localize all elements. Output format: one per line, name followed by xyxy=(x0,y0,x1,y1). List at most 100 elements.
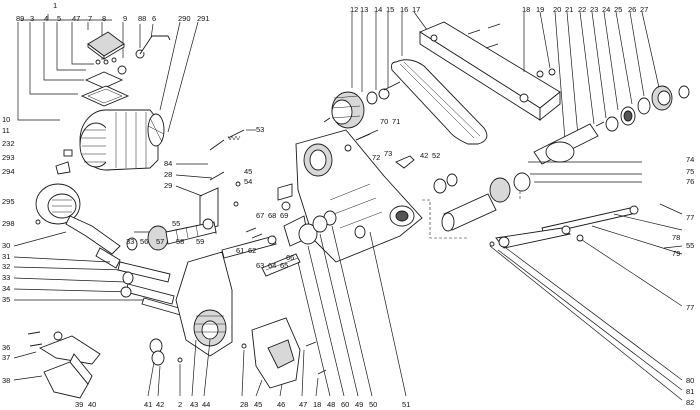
callout-14: 14 xyxy=(374,5,382,14)
callout-47: 47 xyxy=(72,14,80,23)
callout-35: 35 xyxy=(2,295,10,304)
callout-291: 291 xyxy=(197,14,210,23)
callout-4: 4 xyxy=(44,14,48,23)
callout-27: 27 xyxy=(640,5,648,14)
callout-82: 82 xyxy=(686,398,694,407)
callout-41: 41 xyxy=(144,400,152,409)
callout-36: 36 xyxy=(2,343,10,352)
callout-19: 19 xyxy=(536,5,544,14)
callout-23: 23 xyxy=(590,5,598,14)
callout-9: 9 xyxy=(123,14,127,23)
callout-78: 78 xyxy=(672,233,680,242)
callout-37: 37 xyxy=(2,353,10,362)
callout-72: 72 xyxy=(372,153,380,162)
gear-housing xyxy=(295,129,642,263)
callout-10: 10 xyxy=(2,115,10,124)
callout-55: 55 xyxy=(172,219,180,228)
callout-293: 293 xyxy=(2,153,15,162)
callout-295: 295 xyxy=(2,197,15,206)
lower-housing-assembly xyxy=(147,225,407,397)
callout-44: 44 xyxy=(202,400,210,409)
callout-51: 51 xyxy=(402,400,410,409)
callout-11: 11 xyxy=(2,126,10,135)
callout-26: 26 xyxy=(628,5,636,14)
callout-232: 232 xyxy=(2,139,15,148)
callout-34: 34 xyxy=(2,284,10,293)
callout-6: 6 xyxy=(152,14,156,23)
callout-47: 47 xyxy=(299,400,307,409)
callout-45: 45 xyxy=(244,167,252,176)
callout-18: 18 xyxy=(313,400,321,409)
callout-8: 8 xyxy=(102,14,106,23)
callout-33: 33 xyxy=(126,237,134,246)
callout-71: 71 xyxy=(392,117,400,126)
callout-53: 53 xyxy=(256,125,264,134)
callout-298: 298 xyxy=(2,219,15,228)
callout-67: 67 xyxy=(256,211,264,220)
rod-assembly xyxy=(489,203,683,401)
callout-57: 57 xyxy=(156,237,164,246)
callout-81: 81 xyxy=(686,387,694,396)
callout-64: 64 xyxy=(268,261,276,270)
callout-80: 80 xyxy=(686,376,694,385)
callout-17: 17 xyxy=(412,5,420,14)
callout-16: 16 xyxy=(400,5,408,14)
callout-42: 42 xyxy=(420,151,428,160)
callout-38: 38 xyxy=(2,376,10,385)
callout-28: 28 xyxy=(240,400,248,409)
callout-15: 15 xyxy=(386,5,394,14)
callout-5: 5 xyxy=(57,14,61,23)
callout-63: 63 xyxy=(256,261,264,270)
callout-1: 1 xyxy=(53,1,57,10)
callout-42: 42 xyxy=(156,400,164,409)
callout-290: 290 xyxy=(178,14,191,23)
callout-28: 28 xyxy=(164,170,172,179)
callout-58: 58 xyxy=(176,237,184,246)
callout-39: 39 xyxy=(75,400,83,409)
callout-60: 60 xyxy=(341,400,349,409)
callout-89: 89 xyxy=(16,14,24,23)
callout-69: 69 xyxy=(280,211,288,220)
callout-29: 29 xyxy=(164,181,172,190)
callout-76: 76 xyxy=(686,177,694,186)
callout-22: 22 xyxy=(578,5,586,14)
callout-32: 32 xyxy=(2,262,10,271)
callout-66: 66 xyxy=(286,253,294,262)
callout-7: 7 xyxy=(88,14,92,23)
callout-48: 48 xyxy=(327,400,335,409)
callout-46: 46 xyxy=(277,400,285,409)
callout-49: 49 xyxy=(355,400,363,409)
callout-40: 40 xyxy=(88,400,96,409)
callout-55: 55 xyxy=(686,241,694,250)
callout-2: 2 xyxy=(178,400,182,409)
callout-65: 65 xyxy=(280,261,288,270)
callout-74: 74 xyxy=(686,155,694,164)
callout-21: 21 xyxy=(565,5,573,14)
callout-59: 59 xyxy=(196,237,204,246)
callout-13: 13 xyxy=(360,5,368,14)
callout-43: 43 xyxy=(190,400,198,409)
callout-52: 52 xyxy=(432,151,440,160)
callout-25: 25 xyxy=(614,5,622,14)
callout-79: 79 xyxy=(672,249,680,258)
motor-cover-assembly xyxy=(17,14,199,225)
callout-84: 84 xyxy=(164,159,172,168)
callout-61: 61 xyxy=(236,246,244,255)
callout-54: 54 xyxy=(244,177,252,186)
callout-30: 30 xyxy=(2,241,10,250)
callout-50: 50 xyxy=(369,400,377,409)
linkage-assembly xyxy=(126,129,328,277)
callout-24: 24 xyxy=(602,5,610,14)
callout-294: 294 xyxy=(2,167,15,176)
callout-68: 68 xyxy=(268,211,276,220)
callout-20: 20 xyxy=(553,5,561,14)
callout-56: 56 xyxy=(140,237,148,246)
callout-31: 31 xyxy=(2,252,10,261)
callout-70: 70 xyxy=(380,117,388,126)
callout-77: 77 xyxy=(686,303,694,312)
callout-33: 33 xyxy=(2,273,10,282)
callout-73: 73 xyxy=(384,149,392,158)
